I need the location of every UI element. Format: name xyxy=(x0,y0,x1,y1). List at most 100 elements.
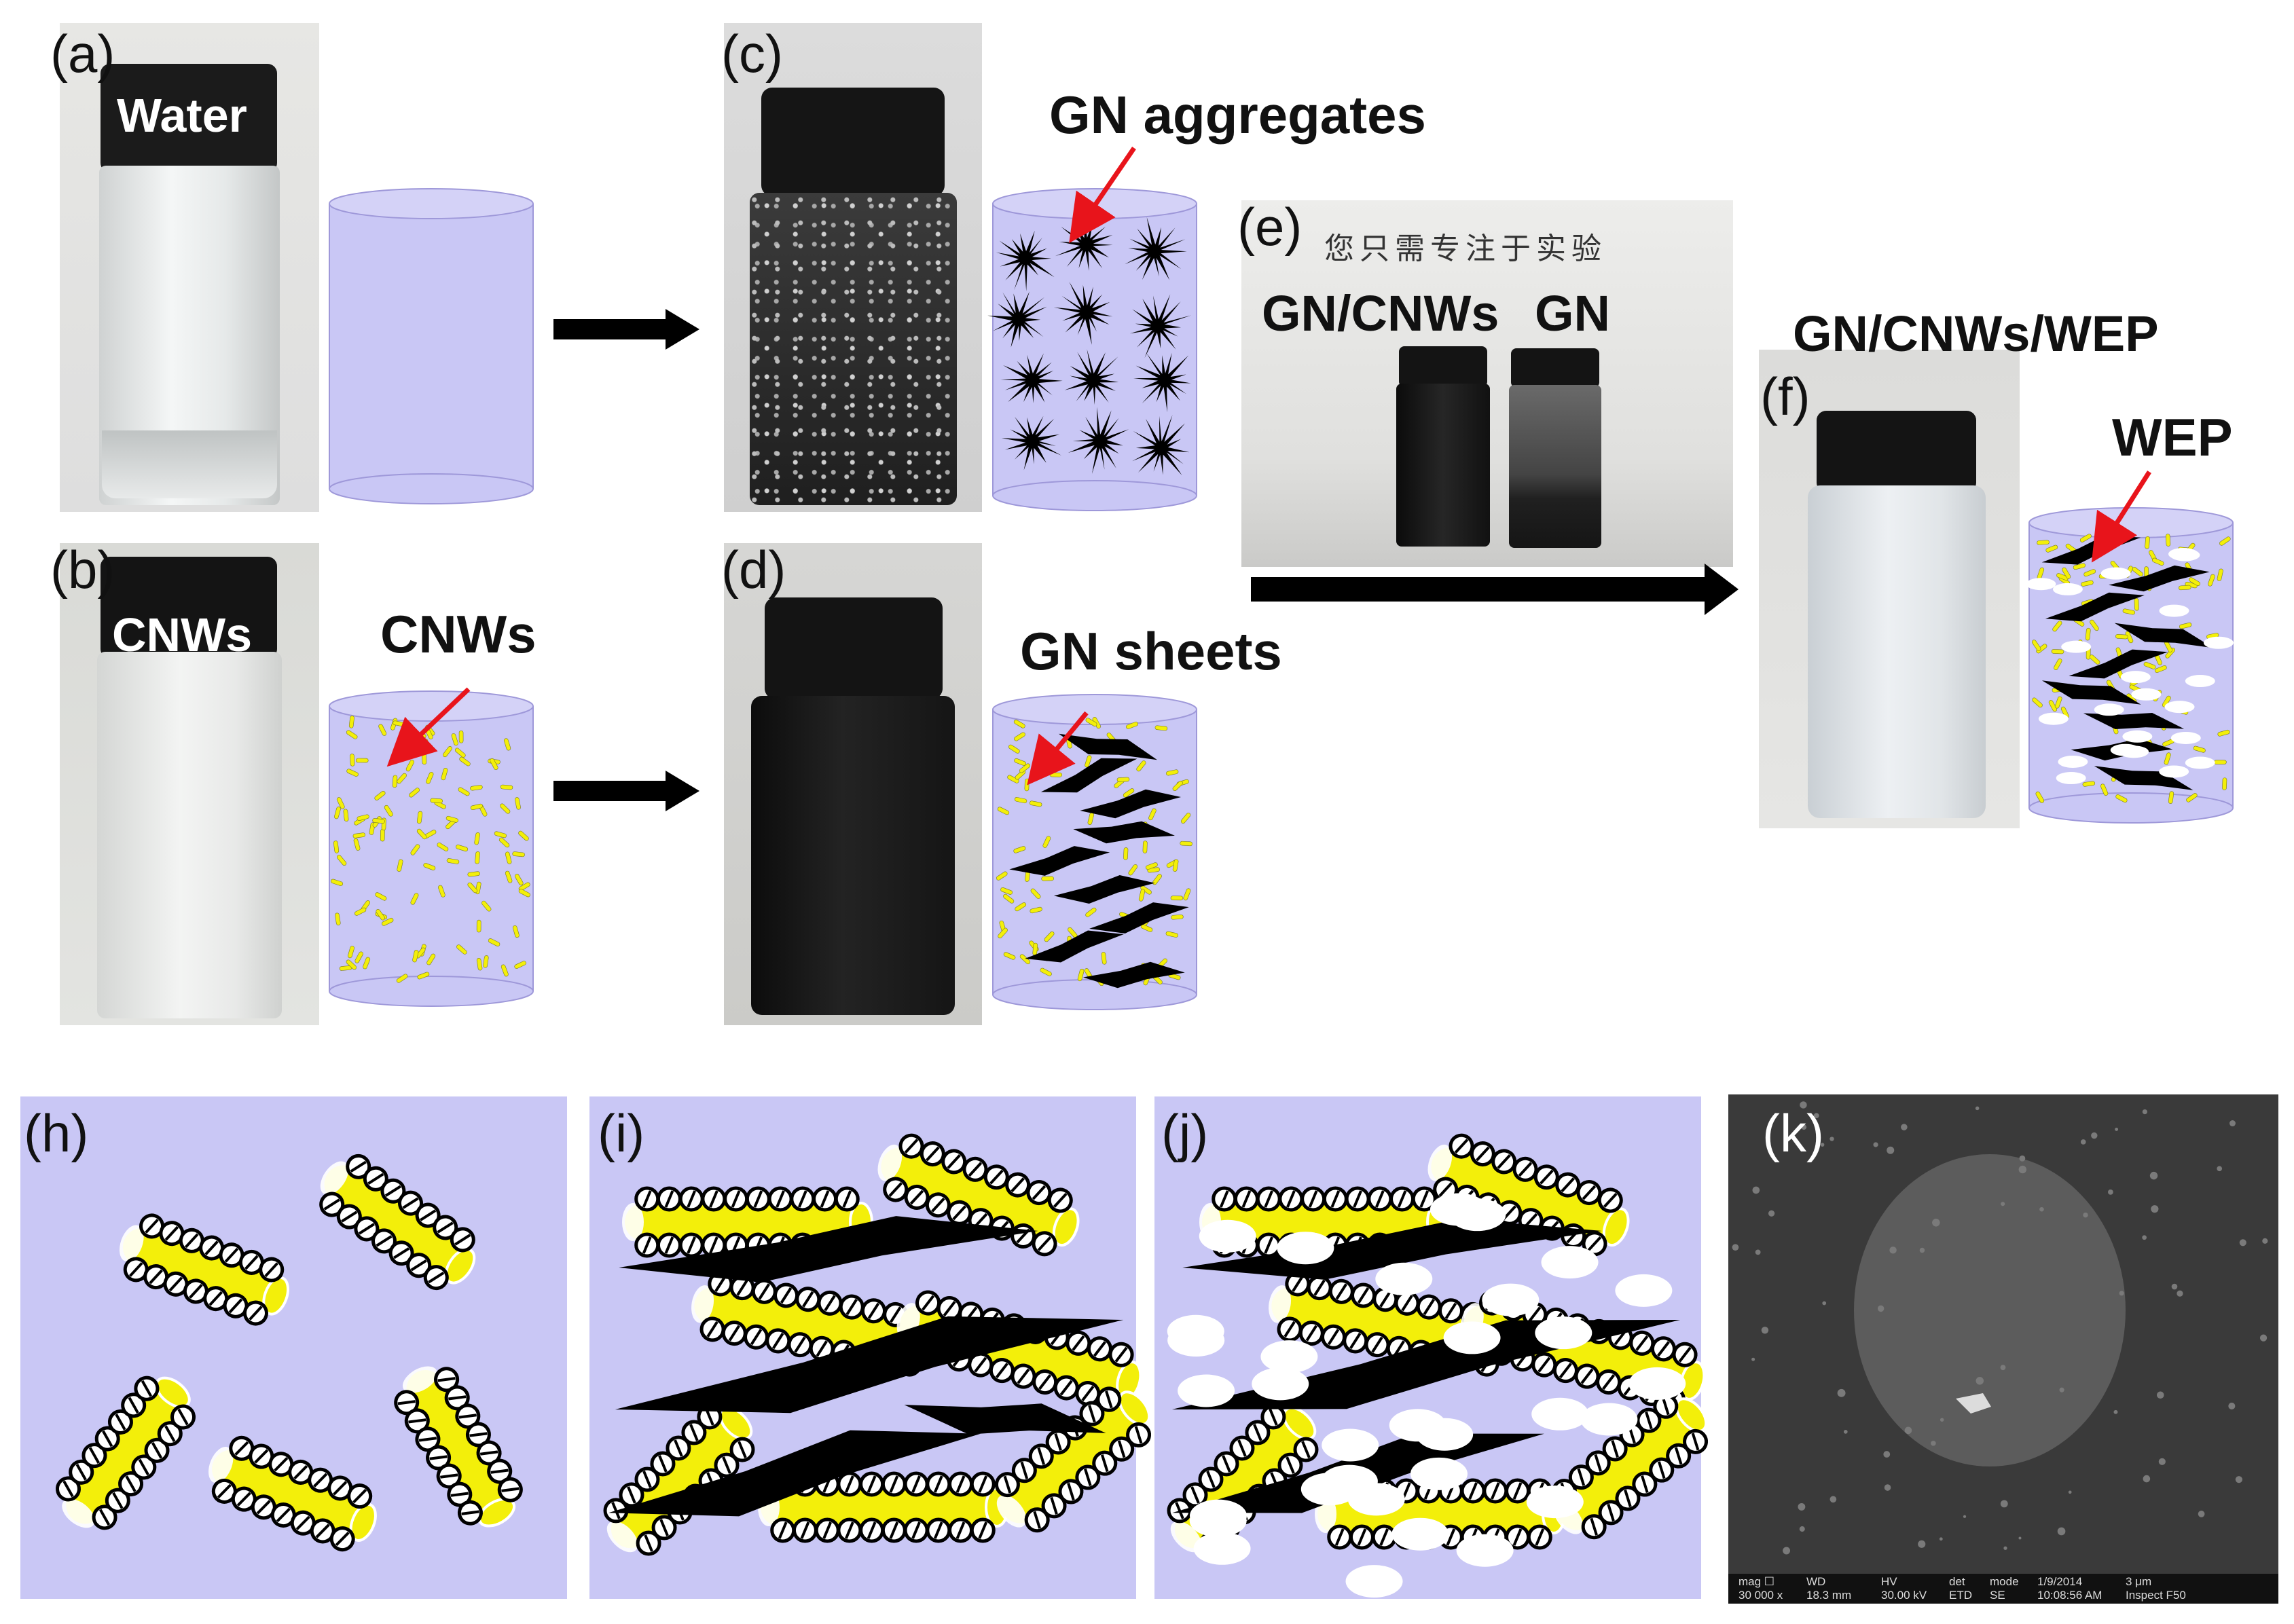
sem-header: mode xyxy=(1990,1575,2019,1588)
wep-particle xyxy=(1193,1532,1251,1565)
cnw-rod xyxy=(1040,967,1052,976)
wep-particle xyxy=(2168,548,2198,561)
sem-speck xyxy=(2091,1132,2098,1139)
cnw-rod xyxy=(494,831,507,838)
sem-speck xyxy=(2151,1205,2159,1213)
cnw-rod xyxy=(2073,563,2086,570)
cnw-rod xyxy=(350,754,355,767)
cnw-rod xyxy=(376,909,385,921)
cnw-rod xyxy=(2051,649,2064,654)
wep-particle xyxy=(1345,1565,1403,1598)
cnw-rod xyxy=(467,882,478,893)
cylinder-cnws xyxy=(329,690,534,1007)
wep-particle xyxy=(1391,1517,1449,1551)
panel-letter-k: (k) xyxy=(1762,1103,1824,1163)
sem-speck xyxy=(2083,1212,2088,1218)
cnw-rod xyxy=(500,964,509,977)
cnw-rod xyxy=(333,841,340,853)
cnw-rod xyxy=(1085,718,1097,727)
cnw-rod xyxy=(2045,545,2058,553)
callout-arrow-cnws xyxy=(386,687,471,767)
cnw-rod-large xyxy=(1427,1133,1630,1257)
sem-speck xyxy=(2158,1458,2166,1465)
cnw-rod xyxy=(476,919,481,933)
cnw-rod xyxy=(2193,745,2206,753)
wep-particle xyxy=(2120,671,2151,684)
cnw-rod xyxy=(2134,597,2139,611)
wep-particle xyxy=(2100,567,2131,580)
gn-sheet xyxy=(1053,875,1155,904)
sem-speck xyxy=(1822,1301,1827,1306)
cnw-rod xyxy=(1123,847,1129,860)
vial-label-water: Water xyxy=(117,89,247,142)
sem-value: ETD xyxy=(1949,1589,1972,1602)
cnw-rod xyxy=(1015,902,1027,912)
cnw-rod xyxy=(2079,534,2092,542)
cnw-rod xyxy=(2083,569,2096,577)
cnw-rod xyxy=(2165,534,2171,547)
cnw-rod xyxy=(2090,619,2099,631)
cnw-rod xyxy=(397,773,407,784)
wep-particle xyxy=(2094,703,2124,716)
cnw-rod xyxy=(1042,836,1051,848)
cnw-rod xyxy=(354,951,363,963)
cnw-rod xyxy=(1116,777,1130,782)
cnw-rod xyxy=(2085,627,2091,641)
panel-letter-b: (b) xyxy=(50,540,115,599)
sem-value: 18.3 mm xyxy=(1806,1589,1852,1602)
cnw-rod xyxy=(1154,725,1168,731)
wep-particle xyxy=(1167,1324,1225,1357)
cnw-rod xyxy=(1007,775,1019,783)
wep-particle xyxy=(1580,1403,1638,1436)
sem-speck xyxy=(2113,1409,2118,1414)
wep-particle xyxy=(2122,730,2153,743)
cnw-rod xyxy=(514,961,526,969)
sem-speck xyxy=(2198,1511,2205,1517)
cnw-rod xyxy=(498,837,510,848)
cnw-rod xyxy=(2222,777,2227,790)
sem-speck xyxy=(1829,1496,1837,1503)
cnw-rod xyxy=(1003,952,1016,960)
sem-speck xyxy=(1932,1219,1940,1227)
label-gn-cnws-wep: GN/CNWs/WEP xyxy=(1793,306,2159,362)
cnw-rod xyxy=(2154,665,2167,673)
gn-sheet xyxy=(2094,766,2193,790)
cnw-rod xyxy=(417,972,430,980)
cnw-rod xyxy=(1077,968,1085,982)
cnw-rod xyxy=(490,758,498,771)
cnw-rod xyxy=(331,879,344,886)
cnw-rod xyxy=(1152,874,1162,885)
gn-sheet xyxy=(2109,565,2210,592)
cnw-rod xyxy=(352,832,366,838)
wep-particle xyxy=(2058,755,2088,768)
sem-speck xyxy=(1883,1451,1891,1458)
cnw-rod xyxy=(346,730,358,739)
sem-speck xyxy=(1732,1244,1739,1251)
cnw-rod xyxy=(518,830,529,841)
sem-speck xyxy=(1919,1247,1925,1253)
sem-particle xyxy=(1854,1154,2126,1466)
cnw-rod xyxy=(410,844,420,855)
sem-bright-spot xyxy=(1956,1393,1991,1414)
cnw-rod xyxy=(456,944,467,955)
cnw-rod xyxy=(1003,893,1015,904)
cylinder-water xyxy=(329,188,534,504)
cnw-rod xyxy=(456,845,469,852)
photo-gn-sheets-vial xyxy=(724,543,982,1025)
sem-speck xyxy=(1752,1186,1760,1194)
arrow-a-to-c xyxy=(553,309,699,350)
cnw-rod xyxy=(2062,567,2071,579)
sem-speck xyxy=(1783,1547,1791,1555)
callout-label-gn-sheets: GN sheets xyxy=(1020,621,1282,681)
gn-aggregate xyxy=(1064,349,1119,405)
cnw-rod xyxy=(512,925,520,938)
wep-particle xyxy=(1443,1321,1501,1354)
sem-speck xyxy=(1884,1484,1891,1491)
cnw-rod xyxy=(378,724,387,736)
cnw-rod xyxy=(357,814,369,821)
cnw-rod-large xyxy=(603,1404,755,1556)
cnw-rod xyxy=(476,957,483,971)
gn-aggregate xyxy=(987,291,1047,348)
wep-particle xyxy=(1628,1367,1686,1400)
wep-particle xyxy=(1260,1340,1318,1373)
